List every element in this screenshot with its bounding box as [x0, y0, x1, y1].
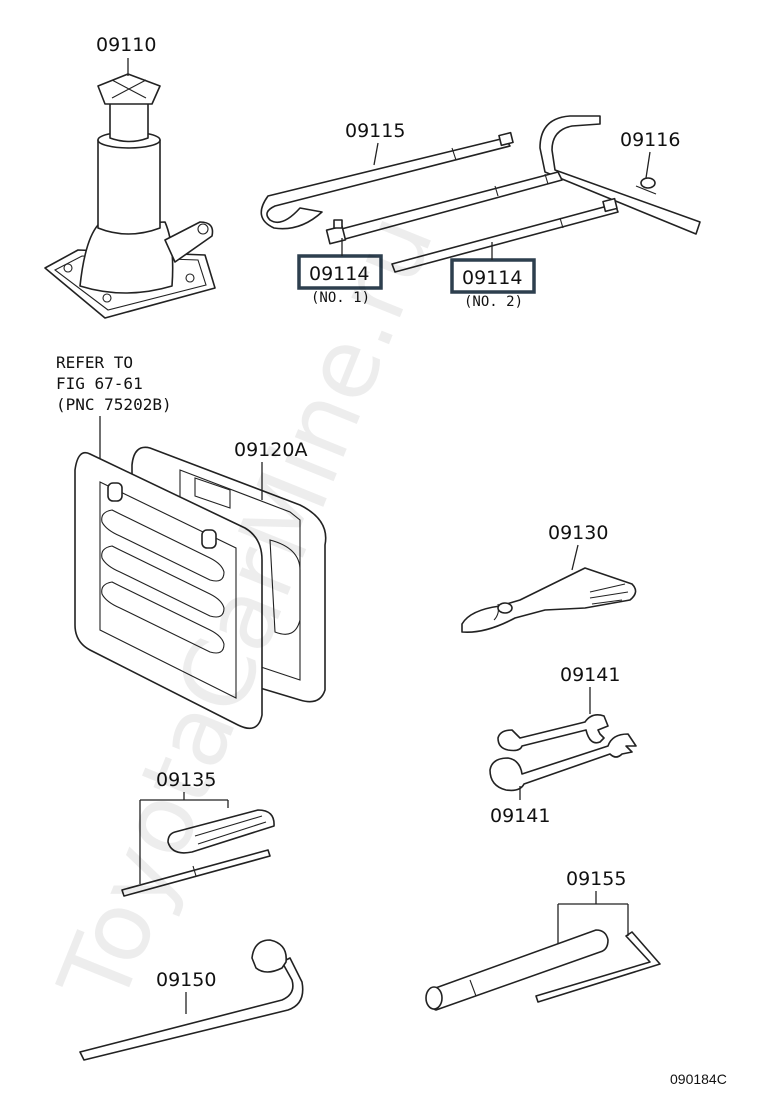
highlight-box-ext2	[450, 258, 536, 294]
label-plug-wrench: 09155	[566, 868, 626, 890]
highlight-box-ext1	[297, 254, 383, 290]
label-jack: 09110	[96, 34, 156, 56]
reference-line2: FIG 67-61	[56, 374, 143, 393]
hub-nut-wrench-drawing	[79, 939, 304, 1061]
jack-handle-drawing	[260, 131, 514, 230]
label-screwdriver: 09135	[156, 769, 216, 791]
label-wrench-bottom: 09141	[490, 805, 550, 827]
label-lever: 09116	[620, 129, 680, 151]
jack-lever-drawing	[539, 115, 701, 235]
drawing-code: 090184C	[670, 1071, 727, 1087]
label-tool-tray: 09120A	[234, 439, 307, 461]
label-wrench-top: 09141	[560, 664, 620, 686]
plug-wrench-drawing	[425, 929, 661, 1011]
label-handle: 09115	[345, 120, 405, 142]
pliers-drawing	[461, 567, 637, 634]
label-pliers: 09130	[548, 522, 608, 544]
label-extension-no1: 09114	[309, 263, 369, 285]
label-hub-wrench: 09150	[156, 969, 216, 991]
reference-line3: (PNC 75202B)	[56, 395, 172, 414]
screwdriver-drawing	[121, 809, 275, 897]
wrench-small-drawing	[497, 714, 609, 752]
wrench-large-drawing	[489, 733, 637, 792]
extension-bar-no1-drawing	[325, 171, 563, 245]
reference-line1: REFER TO	[56, 353, 133, 372]
note-extension-no2: (NO. 2)	[464, 294, 523, 310]
note-extension-no1: (NO. 1)	[311, 290, 370, 306]
label-extension-no2: 09114	[462, 267, 522, 289]
tool-tray-drawing	[74, 446, 327, 730]
extension-bar-no2-drawing	[391, 197, 619, 273]
jack-drawing	[44, 73, 216, 319]
